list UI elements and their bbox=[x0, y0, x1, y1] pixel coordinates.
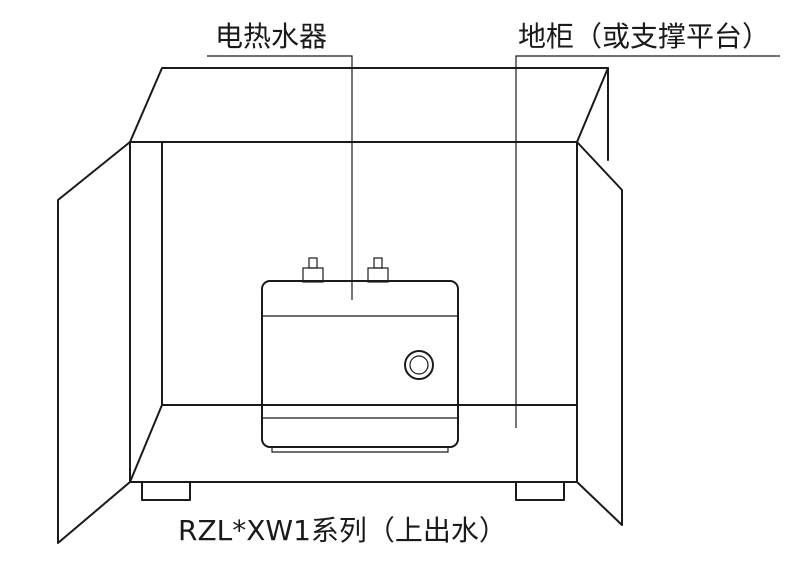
cabinet-foot-right bbox=[515, 481, 565, 501]
heater-label: 电热水器 bbox=[215, 20, 327, 53]
heater-leader-line bbox=[207, 55, 353, 300]
cabinet-top-panel bbox=[129, 67, 609, 143]
cabinet-back-wall bbox=[161, 141, 578, 406]
water-heater bbox=[261, 257, 459, 453]
cabinet-left-door bbox=[57, 141, 131, 544]
heater-base bbox=[271, 447, 449, 453]
cabinet-floor bbox=[129, 141, 578, 483]
cabinet bbox=[57, 67, 623, 544]
cabinet-right-door bbox=[576, 141, 623, 526]
cabinet-floor-edge-left bbox=[129, 404, 163, 483]
leader-lines bbox=[207, 55, 780, 428]
heater-knob-icon bbox=[404, 350, 434, 380]
cabinet-label: 地柜（或支撑平台） bbox=[518, 20, 770, 53]
cabinet-leader-line bbox=[515, 55, 780, 428]
heater-fitting-right bbox=[367, 257, 389, 283]
heater-fitting-left bbox=[302, 257, 324, 283]
diagram-caption: RZL*XW1系列（上出水） bbox=[178, 514, 507, 547]
heater-body bbox=[261, 280, 459, 448]
cabinet-foot-left bbox=[141, 481, 191, 501]
heater-knob-inner bbox=[409, 355, 429, 375]
